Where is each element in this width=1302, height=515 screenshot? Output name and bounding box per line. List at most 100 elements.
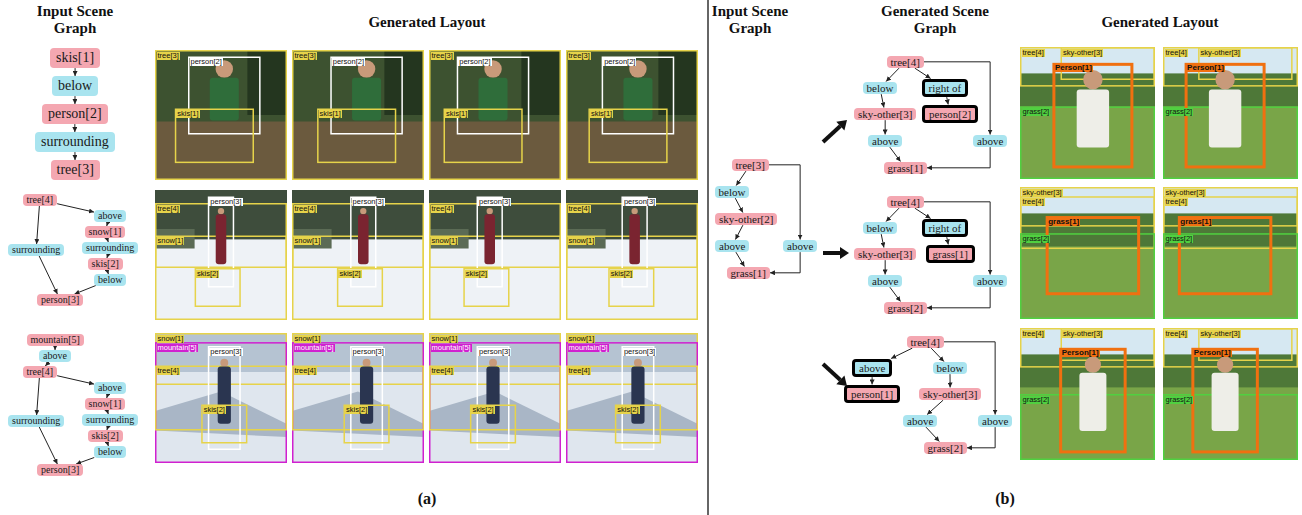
layout-box xyxy=(1164,197,1298,248)
relation-node: below xyxy=(933,362,968,375)
relation-arrow xyxy=(770,252,800,273)
photo-region xyxy=(1163,47,1298,179)
relation-arrow xyxy=(947,97,948,104)
box-label: person[3] xyxy=(623,348,656,356)
box-label: tree[4] xyxy=(157,205,180,213)
node-text: below xyxy=(58,78,92,94)
node-text: surrounding xyxy=(12,244,60,256)
column-header: Generated Layout xyxy=(1050,14,1270,31)
object-node: tree[4] xyxy=(907,336,944,349)
relation-node: above xyxy=(715,240,749,253)
relation-arrow xyxy=(927,287,990,308)
relation-arrow xyxy=(769,165,800,240)
person-body xyxy=(1212,373,1239,431)
box-label: sky-other[3] xyxy=(1022,189,1063,197)
object-node: person[3] xyxy=(37,294,83,306)
person-body xyxy=(484,214,495,264)
layout-box xyxy=(202,405,247,443)
relation-node: above xyxy=(94,382,126,394)
node-text: above xyxy=(982,415,1008,428)
object-node: mountain[5] xyxy=(27,334,84,346)
layout-box xyxy=(616,405,661,443)
relation-arrow xyxy=(75,286,96,295)
photo-region xyxy=(1020,187,1155,319)
relation-arrow xyxy=(931,348,944,361)
relation-node: above xyxy=(94,210,126,222)
node-text: above xyxy=(977,135,1003,148)
node-text: above xyxy=(872,135,898,148)
photo-region xyxy=(1163,47,1298,73)
box-label: person[3] xyxy=(623,198,656,206)
photo-region xyxy=(292,50,424,180)
relation-node: above xyxy=(973,275,1007,288)
relation-node: below xyxy=(863,82,898,95)
photo-region xyxy=(155,229,195,249)
box-label: person[3] xyxy=(478,198,511,206)
person-body xyxy=(358,214,369,264)
object-node: grass[2] xyxy=(924,442,967,455)
relation-arrow xyxy=(947,237,949,244)
relation-arrow xyxy=(39,256,57,295)
relation-arrow xyxy=(944,342,995,415)
layout-box xyxy=(444,109,522,162)
node-text: tree[4] xyxy=(27,194,54,206)
box-label: snow[1] xyxy=(568,335,596,343)
layout-box xyxy=(209,347,241,450)
box-label: sky-other[3] xyxy=(1062,49,1103,57)
box-label: tree[4] xyxy=(1165,198,1188,206)
person-body xyxy=(216,214,227,264)
relation-arrow xyxy=(890,147,901,161)
relation-node: above xyxy=(852,359,892,378)
person-head xyxy=(1217,357,1233,373)
node-text: surrounding xyxy=(86,414,134,426)
layout-box xyxy=(1061,349,1126,452)
box-label: snow[1] xyxy=(431,335,459,343)
object-node: grass[2] xyxy=(884,302,927,315)
box-label: tree[4] xyxy=(1022,49,1045,57)
box-label: snow[1] xyxy=(568,237,596,245)
box-label: tree[4] xyxy=(431,367,454,375)
layout-box xyxy=(331,57,402,134)
box-label: mountain[5] xyxy=(157,344,198,352)
object-node: tree[4] xyxy=(887,56,924,69)
node-text: surrounding xyxy=(86,242,134,254)
photo-region xyxy=(429,190,561,320)
relation-node: below xyxy=(94,446,126,458)
layout-box xyxy=(589,109,667,162)
photo-region xyxy=(429,333,561,463)
photo-region xyxy=(1020,47,1155,179)
relation-arrow xyxy=(75,68,76,76)
object-node: grass[1] xyxy=(884,162,927,175)
layout-box xyxy=(1054,64,1132,167)
photo-region xyxy=(155,50,287,180)
photo-region xyxy=(521,50,561,115)
relation-arrow xyxy=(881,234,884,247)
relation-arrow xyxy=(915,68,931,78)
person-head xyxy=(363,359,371,367)
relation-arrow xyxy=(915,208,931,218)
layout-box xyxy=(1047,218,1139,294)
relation-node: right of xyxy=(922,219,969,238)
relation-node: above xyxy=(39,350,71,362)
person-head xyxy=(360,208,366,214)
box-label: mountain[5] xyxy=(294,344,335,352)
object-node: tree[3] xyxy=(51,160,100,180)
photo-region xyxy=(1020,47,1155,73)
photo-region xyxy=(247,50,287,115)
column-header: Generated Layout xyxy=(317,14,537,31)
person-body xyxy=(479,78,508,121)
layout-box xyxy=(293,334,424,385)
box-label: skis[2] xyxy=(203,406,226,414)
photo-region xyxy=(292,190,424,320)
relation-arrow xyxy=(950,374,951,387)
box-label: tree[4] xyxy=(1022,198,1045,206)
node-text: above xyxy=(859,362,885,375)
relation-node: right of xyxy=(922,79,969,98)
node-text: above xyxy=(787,240,813,253)
node-text: tree[3] xyxy=(736,159,765,172)
relation-arrow xyxy=(735,198,743,212)
box-label: skis[1] xyxy=(445,110,468,118)
box-label: grass[2] xyxy=(1022,108,1051,116)
